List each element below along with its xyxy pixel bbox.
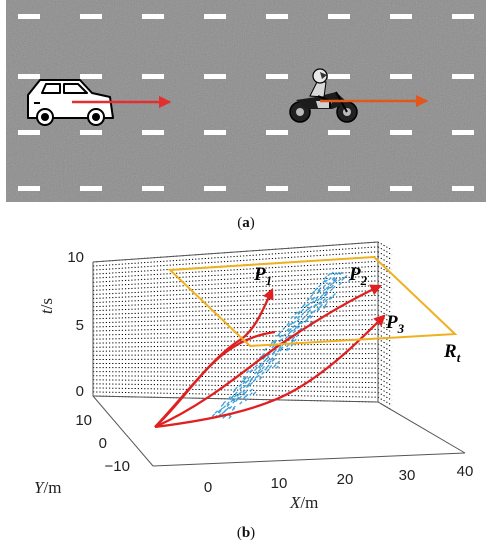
label-p1: P1	[253, 264, 272, 288]
x-tick-40: 40	[457, 463, 474, 480]
y-axis-label: Y/m	[34, 478, 61, 497]
label-p2: P2	[348, 264, 368, 288]
panel-a-caption: (a)	[237, 215, 255, 231]
car-icon	[27, 79, 114, 126]
path-p2	[154, 284, 383, 429]
path-p1-branch	[154, 330, 276, 428]
lane-dashes	[18, 14, 474, 191]
y-tick-neg10: −10	[105, 458, 130, 475]
y-tick-10: 10	[75, 412, 92, 429]
t-tick-10: 10	[67, 249, 84, 266]
x-axis-label: X/m	[289, 493, 318, 512]
label-p3: P3	[385, 312, 405, 336]
x-tick-30: 30	[399, 467, 416, 484]
t-tick-5: 5	[76, 317, 84, 334]
t-axis-label: t/s	[37, 298, 56, 314]
road-scene	[6, 0, 486, 202]
x-tick-0: 0	[204, 479, 212, 496]
x-tick-20: 20	[337, 471, 354, 488]
path-p3	[154, 314, 386, 429]
occupancy-scatter	[211, 271, 352, 420]
panel-b-caption: (b)	[237, 525, 255, 541]
x-tick-10: 10	[271, 475, 288, 492]
y-tick-0: 0	[99, 435, 107, 452]
time-plane-rt	[167, 255, 458, 348]
label-rt: Rt	[443, 341, 461, 365]
t-tick-0: 0	[76, 383, 84, 400]
planned-paths	[154, 284, 386, 429]
plot-3d: P1 P2 P3 Rt 10 5 0 t/s 10 0 −10 Y/m 0 10…	[34, 241, 474, 512]
